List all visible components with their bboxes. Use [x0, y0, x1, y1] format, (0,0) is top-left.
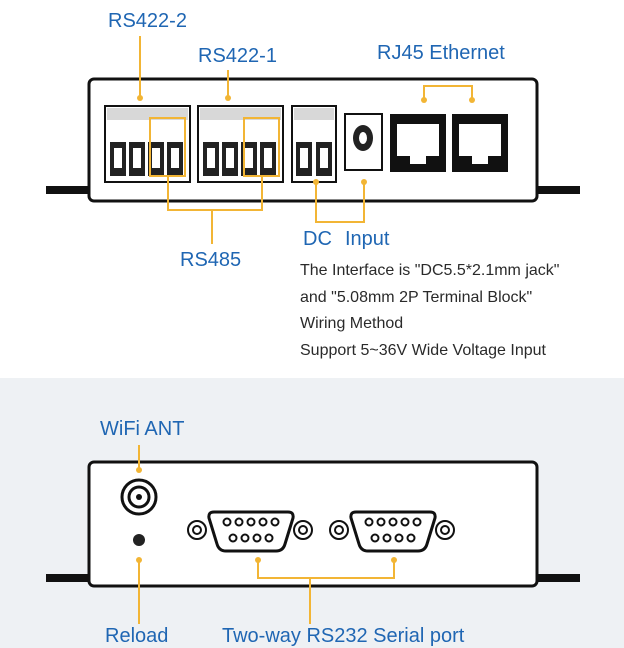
note-line-1: The Interface is "DC5.5*2.1mm jack" [300, 262, 560, 279]
rj45-port-2 [452, 114, 508, 172]
rear-leader-dots [136, 467, 397, 563]
front-leader-lines [139, 36, 473, 244]
rs485-label: RS485 [180, 249, 242, 271]
rs422-1-label: RS422-1 [198, 45, 277, 67]
dc-terminal-block [291, 105, 337, 183]
rs232-port-2 [329, 510, 455, 553]
dc-label: DC [303, 228, 332, 250]
rs422-1-terminal-block [197, 105, 284, 183]
rs232-serial-port-label: Two-way RS232 Serial port [222, 625, 465, 647]
input-label: Input [345, 228, 390, 250]
rear-leader-lines [138, 445, 395, 624]
wifi-antenna-connector [120, 478, 158, 516]
rear-device [46, 460, 580, 588]
note-line-3: Wiring Method [300, 315, 404, 332]
rs422-2-label: RS422-2 [108, 10, 187, 32]
note-line-2: and "5.08mm 2P Terminal Block" [300, 289, 533, 306]
rs232-port-1 [187, 510, 313, 553]
note-line-4: Support 5~36V Wide Voltage Input [300, 342, 546, 359]
wifi-ant-label: WiFi ANT [100, 418, 185, 440]
reload-button [133, 534, 145, 546]
reload-label: Reload [105, 625, 169, 647]
front-leader-dots [137, 95, 475, 185]
rj45-port-1 [390, 114, 446, 172]
rs422-2-terminal-block [104, 105, 191, 183]
dc-jack [344, 113, 383, 171]
rj45-ethernet-label: RJ45 Ethernet [377, 42, 505, 64]
